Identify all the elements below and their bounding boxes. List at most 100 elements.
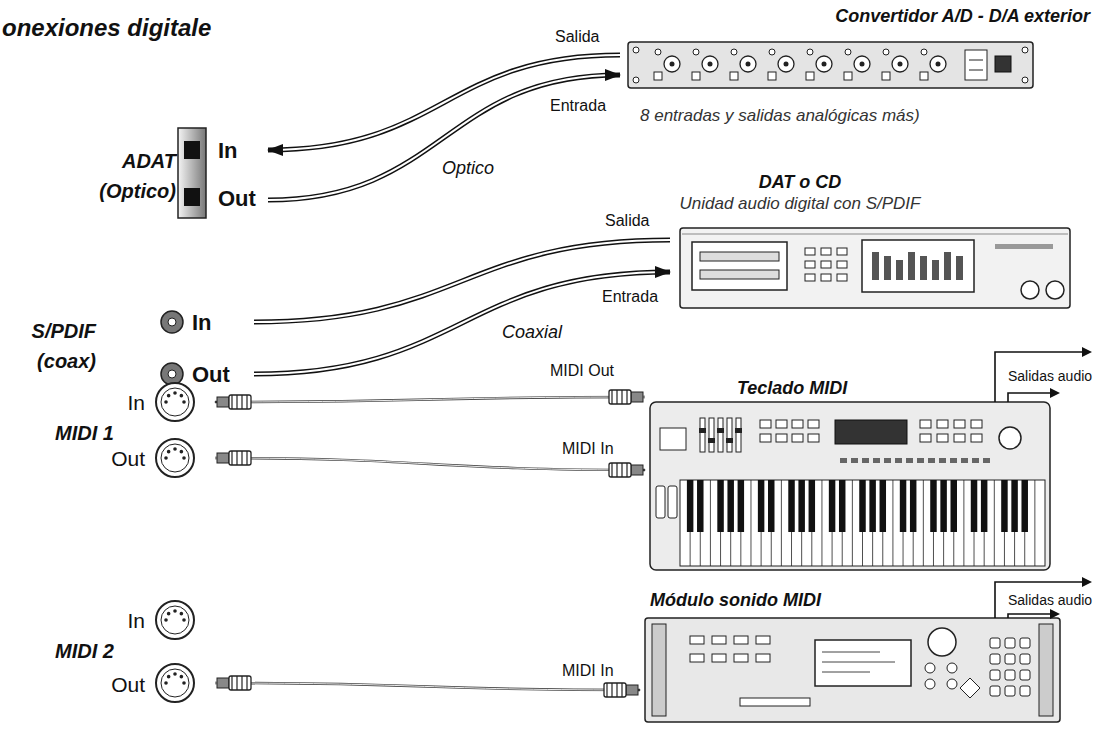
spdif-jacks-part (168, 370, 176, 378)
din-jacks-part (156, 383, 194, 421)
midi-keyboard-part (808, 420, 819, 428)
converter-unit-part (822, 62, 827, 67)
converter-unit-part (921, 49, 927, 55)
cable-outline (254, 272, 670, 374)
din-jacks-part (161, 444, 189, 472)
dat-unit-part (995, 244, 1053, 249)
midi-keyboard-part (971, 420, 982, 428)
din-jacks-part (156, 664, 194, 702)
port-label: In (192, 310, 212, 336)
din-plug-part (246, 395, 247, 409)
din-jacks-part (161, 669, 189, 697)
midi-keyboard-part (708, 438, 715, 443)
din-plug-part (616, 390, 617, 404)
cable-type: Coaxial (500, 322, 564, 343)
midi-keyboard-part (792, 434, 803, 442)
connector-label: MIDI In (560, 662, 616, 680)
dat-unit-part (1021, 281, 1039, 299)
din-plug-part (229, 676, 251, 690)
cable-core (215, 683, 640, 690)
converter-unit-part (1022, 77, 1028, 83)
audio-out-heads-part (1082, 347, 1092, 357)
midi-keyboard-part (727, 480, 733, 532)
din-plug-part (231, 451, 232, 465)
converter-unit-part (1022, 47, 1028, 53)
sound-module-part (1005, 654, 1015, 664)
port-label: In (50, 608, 145, 633)
midi-keyboard-part (884, 458, 891, 463)
sound-module (645, 618, 1060, 722)
din-jacks-part (182, 456, 186, 460)
midi-keyboard-part (821, 480, 822, 566)
din-plug-part (626, 390, 627, 404)
midi-keyboard-part (840, 458, 847, 463)
converter-unit-part (965, 50, 987, 80)
adat-panel-part (184, 188, 200, 206)
din-plug-part (621, 683, 622, 697)
din-plug-part (236, 395, 237, 409)
midi-keyboard-part (999, 427, 1021, 449)
sound-module-part (925, 679, 935, 689)
cable-outline (215, 458, 645, 470)
converter-unit-part (654, 72, 662, 80)
midi-keyboard-part (892, 480, 893, 566)
converter-unit-part (628, 42, 1033, 88)
din-jacks-part (173, 609, 177, 613)
converter-unit-part (740, 56, 756, 72)
dat-unit-part (872, 252, 879, 280)
converter-unit-part (708, 62, 713, 67)
midi-keyboard-part (835, 420, 907, 444)
port-label: Out (50, 672, 145, 697)
midi-keyboard-part (954, 434, 965, 442)
midi-keyboard-part (717, 480, 723, 532)
converter-unit-part (898, 62, 903, 67)
cable-outline (268, 75, 620, 200)
connector-label: MIDI Out (548, 362, 616, 380)
converter-unit-part (633, 77, 639, 83)
din-plug-part (609, 390, 631, 404)
midi-keyboard-part (760, 434, 771, 442)
connector-label: MIDI In (560, 440, 616, 458)
cable-outline (254, 240, 670, 322)
converter-unit-part (882, 72, 890, 80)
sound-module-part (1020, 654, 1030, 664)
port-label: 8 entradas y salidas analógicas más) (640, 106, 920, 126)
midi-port: MIDI 2InOut (50, 598, 215, 708)
midi-keyboard-part (920, 420, 931, 428)
adat-panel (178, 128, 206, 218)
converter-unit-part (995, 56, 1011, 72)
converter-unit-part (883, 49, 889, 55)
din-plug-part (217, 678, 229, 688)
midi-keyboard-part (873, 458, 880, 463)
midi-keyboard-part (983, 458, 990, 463)
midi-keyboard-part (869, 480, 875, 532)
converter-unit-part (930, 56, 946, 72)
adat-panel-part (178, 128, 206, 218)
sound-module-part (712, 654, 726, 662)
midi-keyboard-part (1011, 480, 1017, 532)
midi-keyboard-part (776, 420, 787, 428)
spdif-jacks-part (161, 311, 183, 333)
din-plug-part (241, 395, 242, 409)
dat-unit-part (837, 274, 847, 281)
dat-unit-part (821, 248, 831, 255)
din-plug-part (241, 676, 242, 690)
midi-cable (215, 397, 645, 402)
converter-unit-part (633, 47, 639, 53)
converter-unit-part (769, 49, 775, 55)
din-jacks-part (180, 394, 184, 398)
midi-keyboard-part (798, 480, 804, 532)
spdif-jacks-part (161, 363, 183, 385)
din-plug (217, 676, 251, 690)
midi-keyboard-part (951, 480, 957, 532)
dat-unit-part (884, 256, 891, 280)
sound-module-part (1020, 686, 1030, 696)
midi-keyboard-part (656, 486, 665, 518)
midi-keyboard-part (961, 458, 968, 463)
dat-unit-part (932, 260, 939, 280)
port-label: Out (218, 186, 256, 212)
midi-keyboard-part (940, 480, 946, 532)
midi-keyboard-part (1034, 480, 1035, 566)
din-jacks-part (156, 601, 194, 639)
din-plug-part (621, 463, 622, 477)
